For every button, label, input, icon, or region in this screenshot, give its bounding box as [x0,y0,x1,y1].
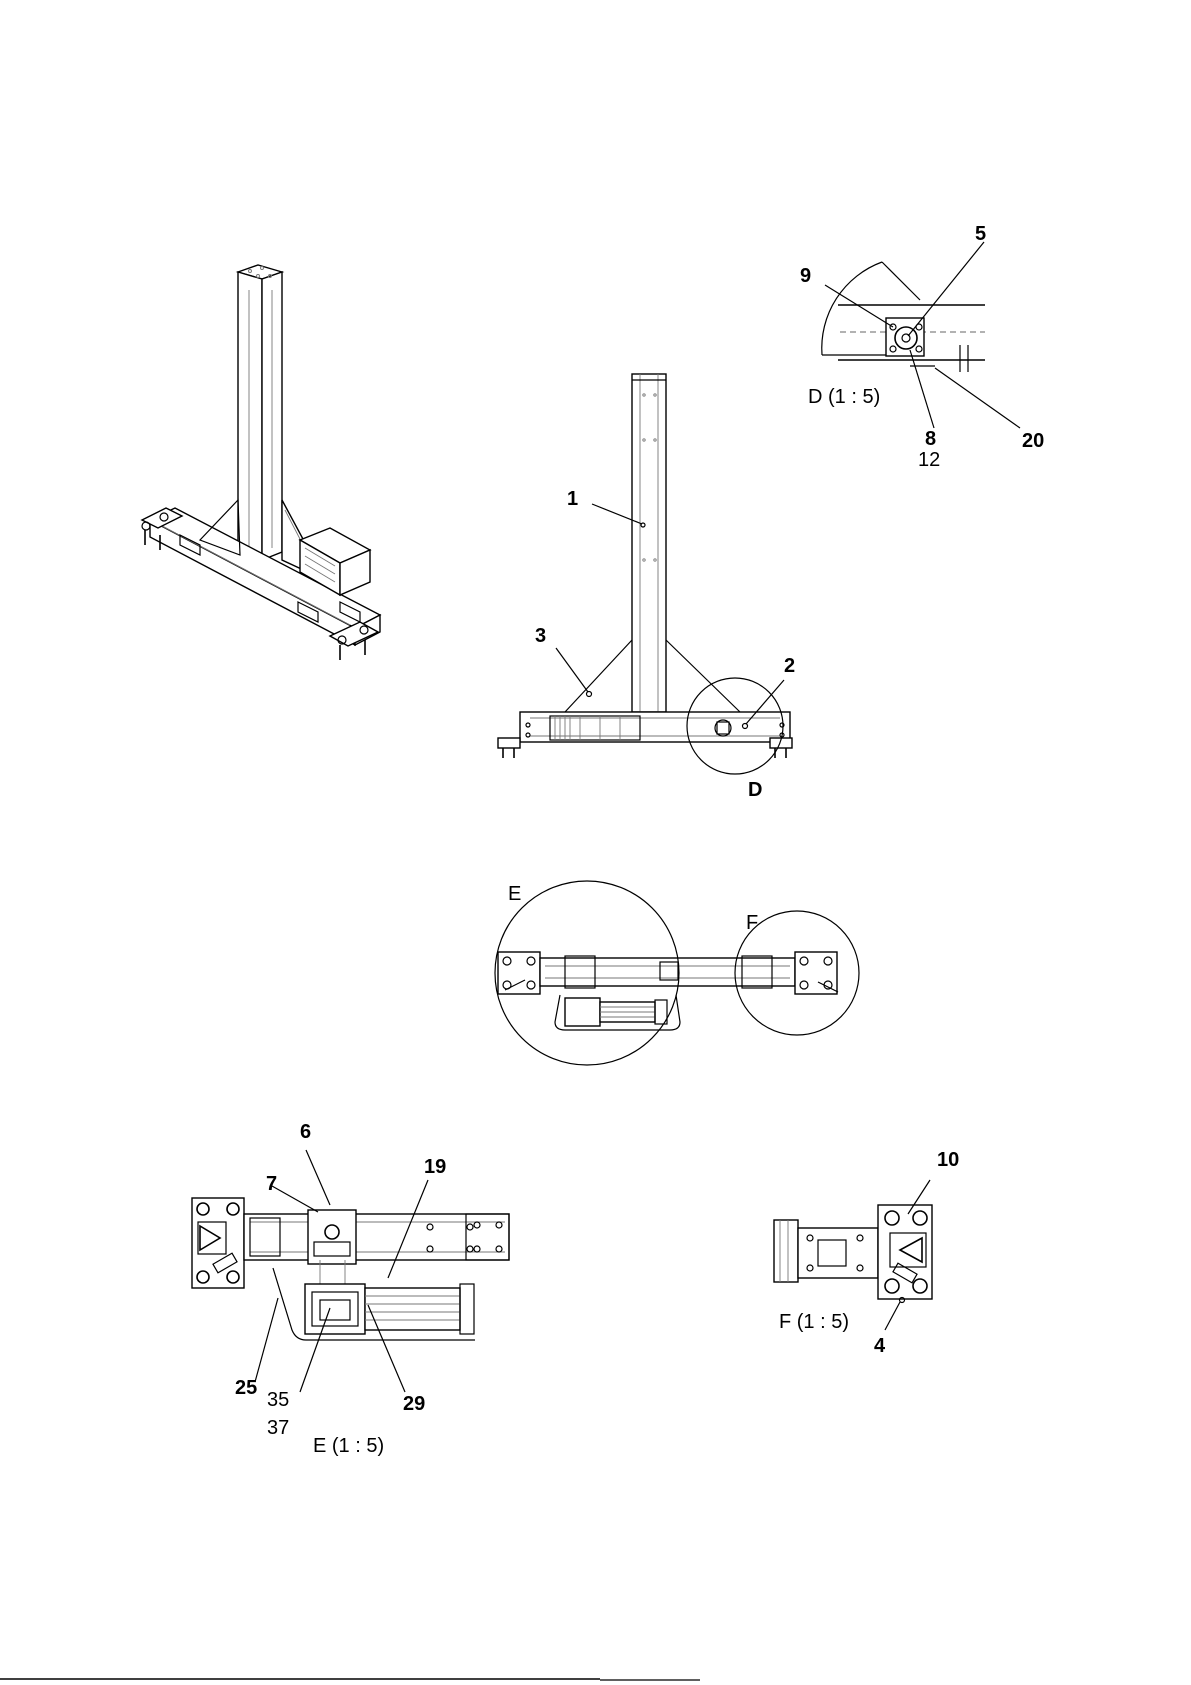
detail-d-marker: D [748,779,762,801]
callout-12: 12 [918,449,940,471]
callout-20: 20 [1022,430,1044,452]
callout-35: 35 [267,1389,289,1411]
callout-4: 4 [874,1335,886,1357]
detail-e-view [192,1150,509,1392]
top-view [495,881,859,1065]
detail-e-marker: E [508,883,521,905]
detail-e-title: E (1 : 5) [313,1435,384,1457]
callout-8: 8 [925,428,936,450]
callout-10: 10 [937,1149,959,1171]
callout-19: 19 [424,1156,446,1178]
callout-2: 2 [784,655,795,677]
front-view [498,374,792,774]
detail-f-marker: F [746,912,758,934]
callout-9: 9 [800,265,811,287]
callout-25: 25 [235,1377,257,1399]
callout-1: 1 [567,488,578,510]
detail-d-title: D (1 : 5) [808,386,880,408]
callout-6: 6 [300,1121,311,1143]
detail-f-title: F (1 : 5) [779,1311,849,1333]
callout-29: 29 [403,1393,425,1415]
detail-f-view [774,1180,932,1330]
isometric-view [142,265,380,660]
callout-7: 7 [266,1173,277,1195]
callout-5: 5 [975,223,986,245]
callout-3: 3 [535,625,546,647]
callout-37: 37 [267,1417,289,1439]
